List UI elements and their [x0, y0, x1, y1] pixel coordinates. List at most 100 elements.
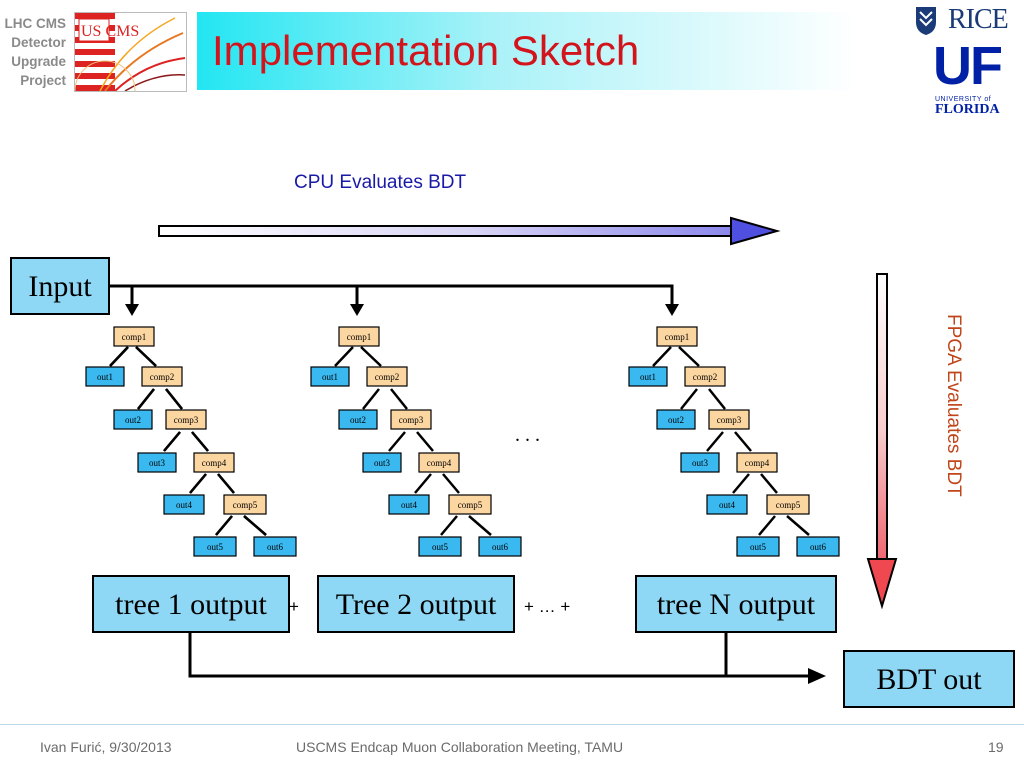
brand-line-3: Upgrade: [11, 54, 66, 69]
out-node: [628, 366, 668, 387]
comp-node-label: comp5: [776, 500, 801, 510]
bdt-out-label: BDT out: [876, 663, 982, 696]
uf-logo-subtitle: UNIVERSITY of: [935, 96, 992, 103]
input-label: Input: [28, 270, 92, 303]
tree-n-nodes: comp1 out1 comp2 out2 comp3 out3 comp4 o…: [628, 326, 840, 557]
out-node-label: out1: [322, 372, 338, 382]
out-node: [418, 536, 462, 557]
comp-node-label: comp4: [745, 458, 770, 468]
comp-node: [766, 494, 810, 515]
comp-node-label: comp4: [202, 458, 227, 468]
out-node-label: out4: [176, 500, 193, 510]
plus-sign: +: [289, 597, 299, 616]
out-node: [680, 452, 720, 473]
comp-node-label: comp1: [665, 332, 690, 342]
tree-2-output-box: Tree 2 output: [317, 575, 515, 633]
comp-node-label: comp3: [399, 415, 424, 425]
out-node: [253, 536, 297, 557]
tree-n: comp1 out1 comp2 out2 comp3 out3 comp4 o…: [628, 326, 840, 557]
out-node: [706, 494, 748, 515]
project-brand-text: LHC CMS Detector Upgrade Project: [0, 14, 67, 90]
footer-author-date: Ivan Furić, 9/30/2013: [40, 739, 172, 755]
out-node-label: out2: [668, 415, 684, 425]
out-node: [163, 494, 205, 515]
comp-node-label: comp1: [347, 332, 372, 342]
tree-1-nodes: comp1 out1 comp2 out2 comp3 out3 comp4 o…: [85, 326, 297, 557]
comp-node: [193, 452, 235, 473]
out-node: [362, 452, 402, 473]
out-node-label: out5: [432, 542, 449, 552]
comp-node: [223, 494, 267, 515]
rice-shield-icon: [916, 7, 936, 35]
out-node: [388, 494, 430, 515]
input-distribution-lines: [108, 284, 679, 316]
rice-logo: [915, 4, 1023, 38]
tree-1-output-label: tree 1 output: [115, 588, 267, 621]
brand-line-4: Project: [20, 73, 66, 88]
uf-logo-text: UF: [933, 36, 1003, 96]
comp-node: [418, 452, 460, 473]
out-node: [85, 366, 125, 387]
out-node-label: out4: [719, 500, 736, 510]
out-node-label: out2: [350, 415, 366, 425]
comp-node-label: comp5: [233, 500, 258, 510]
comp-node-label: comp1: [122, 332, 147, 342]
comp-node: [366, 366, 408, 387]
out-node-label: out6: [810, 542, 827, 552]
out-node: [310, 366, 350, 387]
comp-node: [390, 409, 432, 430]
out-node: [193, 536, 237, 557]
comp-node-label: comp3: [717, 415, 742, 425]
out-node-label: out1: [640, 372, 656, 382]
comp-node-label: comp3: [174, 415, 199, 425]
tree-2: comp1 out1 comp2 out2 comp3 out3 comp4 o…: [310, 326, 522, 557]
uscms-logo: US CMS: [74, 12, 187, 92]
out-node: [478, 536, 522, 557]
comp-node: [684, 366, 726, 387]
comp-node: [113, 326, 155, 347]
brand-line-2: Detector: [11, 35, 66, 50]
cpu-evaluates-label: CPU Evaluates BDT: [294, 172, 467, 193]
out-node: [656, 409, 696, 430]
out-node-label: out5: [750, 542, 767, 552]
out-node-label: out6: [492, 542, 509, 552]
bdt-out-box: BDT out: [843, 650, 1015, 708]
tree-1-output-box: tree 1 output: [92, 575, 290, 633]
rice-logo-text: RICE: [948, 4, 1009, 35]
out-node-label: out3: [374, 458, 391, 468]
comp-node-label: comp2: [150, 372, 175, 382]
title-band: [197, 12, 857, 90]
comp-node: [448, 494, 492, 515]
tree-n-output-label: tree N output: [656, 588, 816, 621]
comp-node: [165, 409, 207, 430]
fpga-direction-arrow: [866, 273, 898, 610]
footer-page-number: 19: [988, 739, 1004, 755]
comp-node: [141, 366, 183, 387]
out-node: [736, 536, 780, 557]
out-node: [113, 409, 153, 430]
comp-node-label: comp2: [693, 372, 718, 382]
out-node-label: out5: [207, 542, 224, 552]
uscms-logo-graphic: US CMS: [75, 13, 186, 91]
comp-node-label: comp2: [375, 372, 400, 382]
cpu-direction-arrow: [158, 216, 781, 246]
page-title: Implementation Sketch: [212, 27, 640, 74]
brand-line-1: LHC CMS: [4, 16, 67, 31]
output-collection-lines: [188, 632, 826, 684]
out-node-label: out4: [401, 500, 418, 510]
comp-node: [656, 326, 698, 347]
tree-n-output-box: tree N output: [635, 575, 837, 633]
out-node-label: out3: [692, 458, 709, 468]
comp-node-label: comp4: [427, 458, 452, 468]
particle-tracks: [75, 17, 186, 91]
out-node-label: out6: [267, 542, 284, 552]
out-node-label: out1: [97, 372, 113, 382]
uscms-logo-text: US CMS: [81, 23, 139, 40]
out-node-label: out2: [125, 415, 141, 425]
footer-meeting: USCMS Endcap Muon Collaboration Meeting,…: [296, 739, 624, 755]
uf-logo-florida: FLORIDA: [935, 102, 1000, 117]
comp-node: [736, 452, 778, 473]
out-node: [796, 536, 840, 557]
tree-2-output-label: Tree 2 output: [335, 588, 497, 621]
